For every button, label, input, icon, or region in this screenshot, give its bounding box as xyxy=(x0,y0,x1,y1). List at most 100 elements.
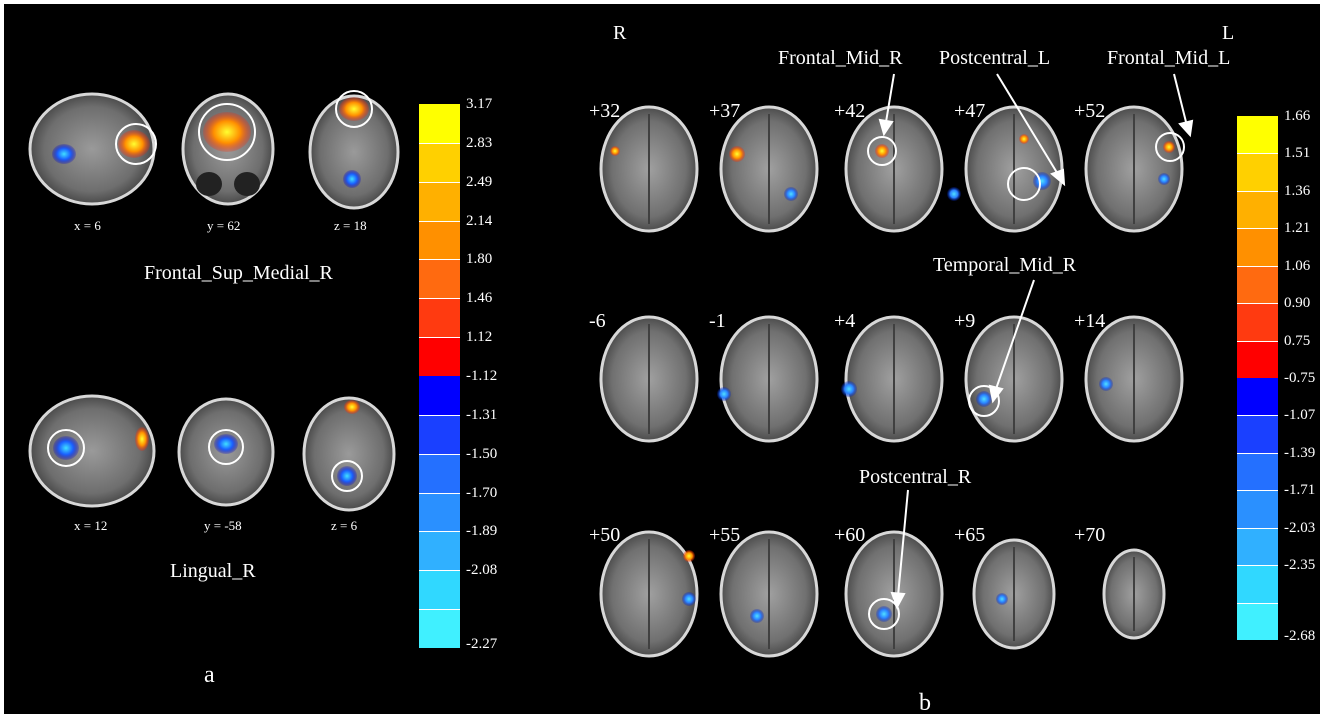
colorbar-b-tick-label: -2.03 xyxy=(1284,519,1316,536)
colorbar-a-tick-label: -1.70 xyxy=(466,484,498,501)
colorbar-a-tick-label: 2.49 xyxy=(466,173,493,190)
slice-label: -1 xyxy=(709,310,726,332)
colorbar-a-tick-label: -1.12 xyxy=(466,368,498,384)
coronal-slice-y62 xyxy=(181,92,275,206)
axial-slice-z6 xyxy=(302,396,396,512)
region-label-frontal-sup-medial-r: Frontal_Sup_Medial_R xyxy=(144,262,333,284)
annotation-frontal-mid-l: Frontal_Mid_L xyxy=(1107,47,1231,69)
colorbar-a-swatch xyxy=(419,337,460,377)
panel-a: x = 6 y = 62 z = 18 Frontal_Sup_Medial_R… xyxy=(4,4,586,714)
slice-label: +52 xyxy=(1074,100,1106,122)
colorbar-a-swatch xyxy=(419,414,460,455)
colorbar-b-tick-label: 1.66 xyxy=(1284,108,1311,124)
orientation-left: L xyxy=(1222,22,1235,44)
colorbar-a-divider xyxy=(419,453,460,455)
panel-a-letter: a xyxy=(204,662,215,688)
slice-label: +37 xyxy=(709,100,741,122)
colorbar-a-divider xyxy=(419,337,460,339)
axial-slice-p9 xyxy=(964,315,1064,443)
axial-slice-p42 xyxy=(844,105,961,233)
colorbar-a-divider xyxy=(419,414,460,416)
colorbar-b-swatch xyxy=(1237,527,1278,566)
coord-label-5: y = -58 xyxy=(204,518,242,533)
colorbar-b-swatch xyxy=(1237,340,1278,379)
coord-label-3: z = 18 xyxy=(334,218,367,233)
colorbar-b-tick-label: -2.68 xyxy=(1284,628,1316,644)
colorbar-b-swatch xyxy=(1237,265,1278,304)
sagittal-slice-x6 xyxy=(28,92,157,206)
colorbar-a-tick-label: -1.89 xyxy=(466,523,498,540)
colorbar-b-divider xyxy=(1237,602,1278,604)
colorbar-a-swatch xyxy=(419,142,460,183)
colorbar-a-swatch xyxy=(419,453,460,494)
colorbar-b-swatch xyxy=(1237,190,1278,229)
colorbar-a-tick-label: -2.08 xyxy=(466,562,498,579)
slice-label: +42 xyxy=(834,100,866,122)
colorbar-a-tick-label: 1.46 xyxy=(466,290,493,307)
colorbar-a-divider xyxy=(419,220,460,222)
colorbar-b-divider xyxy=(1237,415,1278,417)
colorbar-b-tick-label: 1.51 xyxy=(1284,145,1311,162)
slice-label: +4 xyxy=(834,310,856,332)
colorbar-b-tick-label: 0.90 xyxy=(1284,295,1311,312)
colorbar-b-divider xyxy=(1237,153,1278,155)
axial-slice-p4 xyxy=(841,315,944,443)
colorbar-a-tick-label: 1.80 xyxy=(466,251,493,268)
colorbar-b-divider xyxy=(1237,340,1278,342)
colorbar-b-divider xyxy=(1237,190,1278,192)
colorbar-a-divider xyxy=(419,492,460,494)
axial-slice-p65 xyxy=(972,538,1056,650)
colorbar-b-swatch xyxy=(1237,116,1278,154)
axial-slice-m1 xyxy=(717,315,819,443)
annotation-frontal-mid-r: Frontal_Mid_R xyxy=(778,47,903,69)
annotation-postcentral-l: Postcentral_L xyxy=(939,47,1051,69)
colorbar-b-swatch xyxy=(1237,415,1278,454)
colorbar-b-swatch xyxy=(1237,602,1278,641)
slice-label: +14 xyxy=(1074,310,1106,332)
colorbar-a-swatch xyxy=(419,531,460,571)
colorbar-b-divider xyxy=(1237,565,1278,567)
slice-label: +9 xyxy=(954,310,976,332)
colorbar-b-tick-label: 1.06 xyxy=(1284,257,1311,274)
slice-label: +65 xyxy=(954,524,986,546)
orientation-right: R xyxy=(613,22,627,44)
colorbar-b-swatch xyxy=(1237,153,1278,192)
colorbar-a-swatch xyxy=(419,259,460,299)
axial-slice-p14 xyxy=(1084,315,1184,443)
colorbar-a-divider xyxy=(419,259,460,261)
colorbar-b-tick-label: -1.71 xyxy=(1284,482,1316,499)
colorbar-b-divider xyxy=(1237,527,1278,529)
figure-frame: x = 6 y = 62 z = 18 Frontal_Sup_Medial_R… xyxy=(4,4,1320,716)
axial-slice-p55 xyxy=(719,530,819,658)
colorbar-b-swatch xyxy=(1237,228,1278,267)
colorbar-a-tick-label: -2.27 xyxy=(466,636,498,652)
slice-label: +32 xyxy=(589,100,621,122)
colorbar-b-tick-label: 1.21 xyxy=(1284,220,1311,237)
colorbar-a-swatch xyxy=(419,104,460,144)
slice-label: +70 xyxy=(1074,524,1106,546)
colorbar-a-divider xyxy=(419,570,460,572)
colorbar-b-swatch xyxy=(1237,452,1278,491)
colorbar-b-tick-label: 1.36 xyxy=(1284,182,1311,199)
colorbar-b-tick-label: -2.35 xyxy=(1284,557,1316,574)
colorbar-a-divider xyxy=(419,181,460,183)
coord-label-2: y = 62 xyxy=(207,218,241,233)
annotation-postcentral-r: Postcentral_R xyxy=(859,466,972,488)
axial-slice-z18 xyxy=(308,90,400,210)
colorbar-a-swatch xyxy=(419,376,460,416)
colorbar-a-swatch xyxy=(419,298,460,338)
coord-label-1: x = 6 xyxy=(74,218,101,233)
colorbar-b-divider xyxy=(1237,265,1278,267)
axial-slice-p32 xyxy=(599,105,699,233)
colorbar-b xyxy=(1237,116,1278,641)
panel-b: R L Frontal_Mid_R Postcentral_L Frontal_… xyxy=(589,4,1320,716)
axial-slice-p47 xyxy=(964,105,1064,233)
colorbar-b-swatch xyxy=(1237,303,1278,342)
coord-label-6: z = 6 xyxy=(331,518,358,533)
colorbar-b-divider xyxy=(1237,228,1278,230)
colorbar-a-swatch xyxy=(419,609,460,649)
panel-a-brain-images xyxy=(28,90,400,512)
slice-label: +55 xyxy=(709,524,741,546)
colorbar-a-divider xyxy=(419,298,460,300)
colorbar-a-tick-label: 1.12 xyxy=(466,329,493,346)
